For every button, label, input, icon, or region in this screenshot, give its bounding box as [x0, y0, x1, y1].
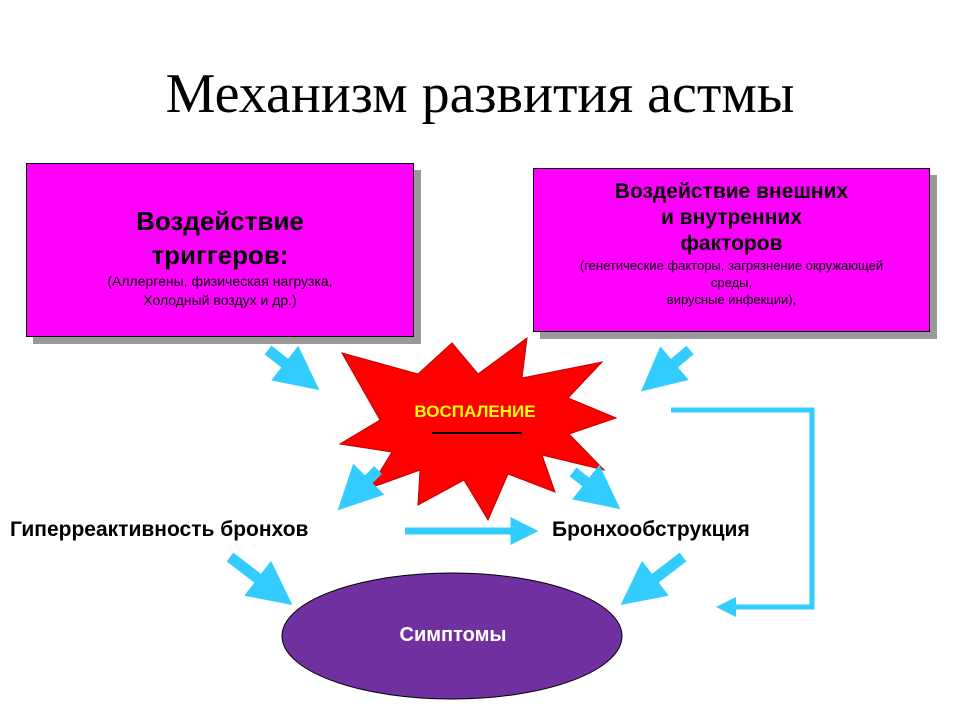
triggers-heading-line1: Воздействие: [136, 206, 304, 236]
hyperreactivity-node: Гиперреактивность бронхов: [10, 518, 309, 541]
arrow-feedback-to-symptoms: [671, 407, 815, 617]
factors-detail-line1: (генетические факторы, загрязнение окруж…: [579, 258, 884, 273]
triggers-box: Воздействие триггеров: (Аллергены, физич…: [26, 163, 414, 337]
symptoms-ellipse: [281, 572, 623, 700]
arrow-factors-to-inflammation: [640, 345, 694, 392]
arrow-triggers-to-inflammation: [264, 345, 320, 391]
factors-box: Воздействие внешних и внутренних факторо…: [533, 168, 930, 332]
symptoms-label: Симптомы: [399, 624, 507, 646]
arrow-obstruction-to-symptoms: [620, 552, 687, 606]
factors-heading-line3: факторов: [680, 232, 783, 255]
triggers-detail-line1: (Аллергены, физическая нагрузка,: [107, 273, 333, 289]
inflammation-label: ВОСПАЛЕНИЕ: [414, 402, 536, 421]
arrow-inflammation-to-obstruction: [569, 464, 621, 510]
arrow-inflammation-to-hyperreactivity: [337, 463, 385, 511]
inflammation-burst-shape: [338, 336, 618, 522]
triggers-heading-line2: триггеров:: [151, 240, 289, 270]
factors-heading-line1: Воздействие внешних: [614, 180, 849, 203]
arrow-hyperreactivity-to-symptoms: [226, 552, 293, 606]
factors-heading-line2: и внутренних: [660, 206, 803, 229]
obstruction-node: Бронхообструкция: [552, 518, 750, 541]
page-title: Механизм развития астмы: [165, 63, 795, 125]
triggers-detail-line2: Холодный воздух и др.): [143, 292, 297, 308]
factors-detail-line2: среды,: [710, 275, 753, 290]
factors-detail-line3: вирусные инфекции),: [666, 292, 797, 307]
